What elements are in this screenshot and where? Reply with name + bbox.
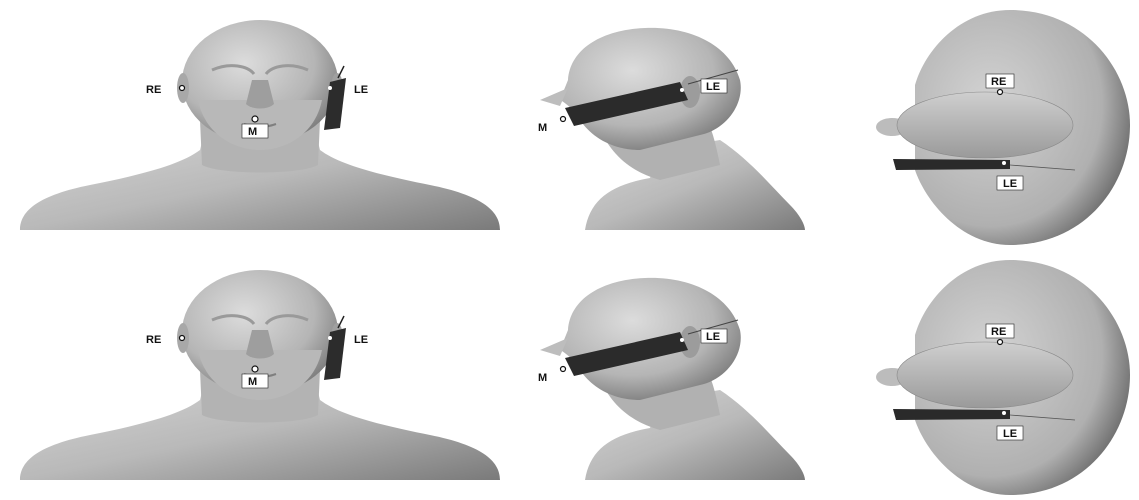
top-view-head: RE LE xyxy=(876,10,1130,245)
label-le: LE xyxy=(706,81,720,93)
label-m: M xyxy=(248,126,257,138)
label-re: RE xyxy=(991,76,1006,88)
side-view-head: LE M xyxy=(538,278,805,480)
front-view-head: RE LE M xyxy=(20,20,500,230)
label-re: RE xyxy=(991,326,1006,338)
label-le: LE xyxy=(354,334,368,346)
side-view-head: LE M xyxy=(538,28,805,230)
row-1: RE LE M LE M RE LE xyxy=(20,10,1130,245)
label-m: M xyxy=(538,372,547,384)
label-le: LE xyxy=(1003,428,1017,440)
front-view-head: RE LE M xyxy=(20,270,500,480)
label-le: LE xyxy=(1003,178,1017,190)
label-m: M xyxy=(538,122,547,134)
label-re: RE xyxy=(146,334,161,346)
row-2: RE LE M LE M RE LE xyxy=(20,260,1130,495)
label-m: M xyxy=(248,376,257,388)
top-view-head: RE LE xyxy=(876,260,1130,495)
label-le: LE xyxy=(354,84,368,96)
label-re: RE xyxy=(146,84,161,96)
label-le: LE xyxy=(706,331,720,343)
